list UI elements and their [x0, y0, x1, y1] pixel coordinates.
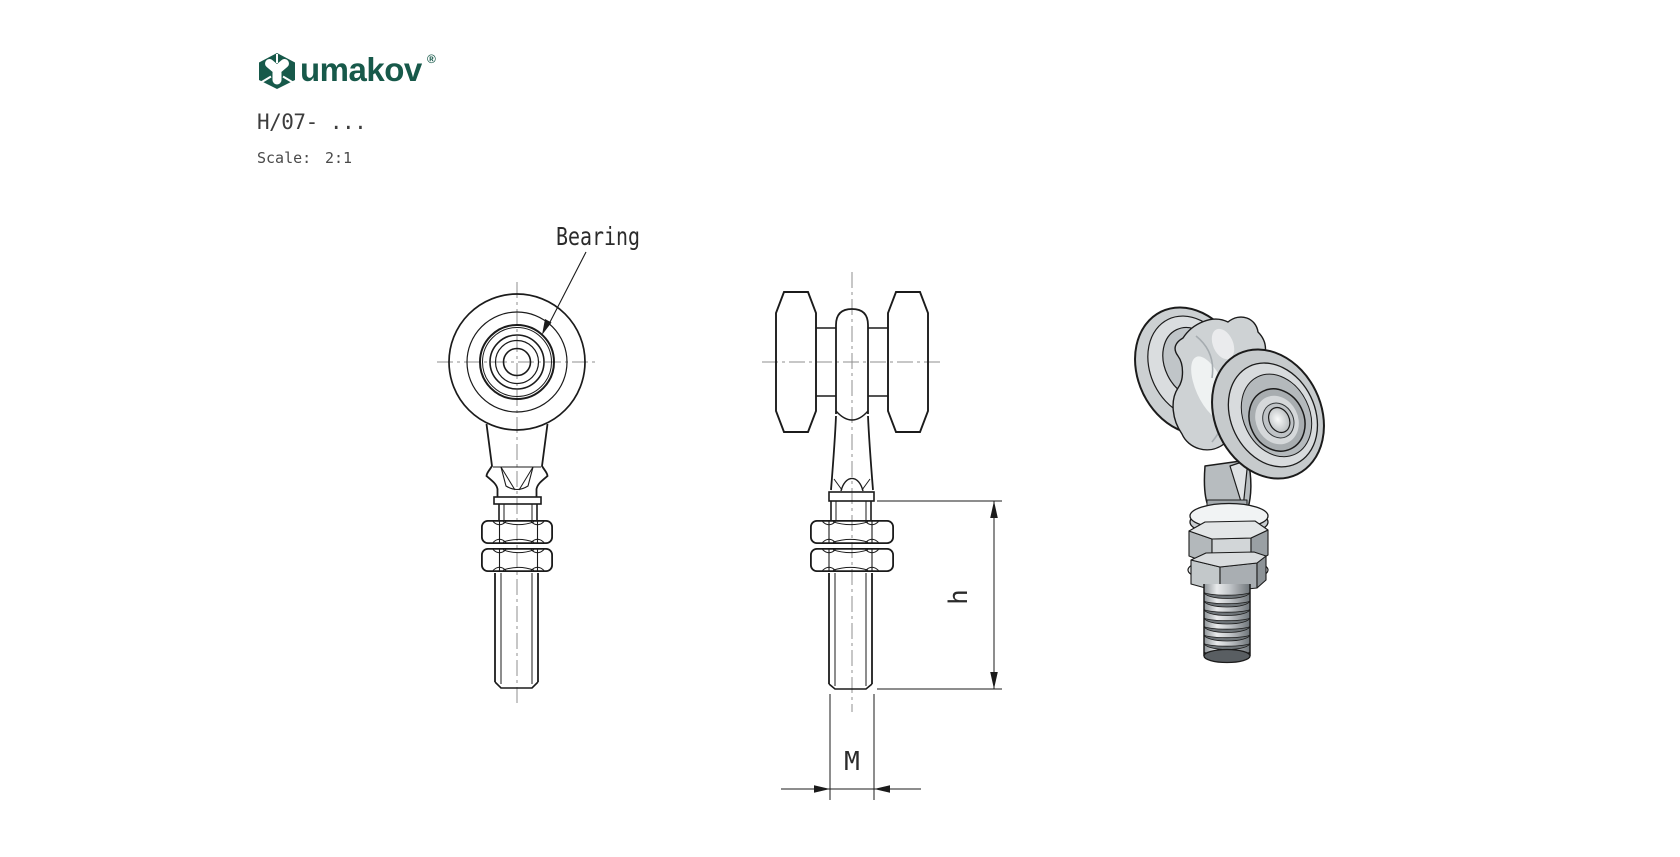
front-stem: [498, 504, 538, 520]
right-wheel-profile: [887, 291, 929, 433]
wheel-and-bearing-circles: [448, 293, 586, 431]
arrow-up: [990, 501, 998, 518]
brand-wordmark: umakov: [300, 51, 422, 88]
bearing-callout: Bearing: [542, 222, 640, 335]
isometric-view: [1134, 306, 1325, 664]
arrow-left: [874, 785, 890, 793]
side-clevis-body: [830, 308, 874, 492]
leader-arrowhead: [542, 319, 552, 335]
scale-value: 2:1: [325, 149, 353, 167]
dimension-M: M: [781, 694, 921, 800]
side-view: h M: [762, 272, 1002, 800]
left-wheel-profile: [775, 291, 817, 433]
side-washer: [828, 491, 875, 502]
front-washer: [493, 496, 542, 505]
scale-row: Scale: 2:1: [257, 149, 352, 167]
dim-h-label: h: [944, 589, 974, 605]
side-threaded-rod: [828, 573, 873, 690]
dimension-h: h: [877, 500, 1002, 690]
side-hex-nut-lower: [810, 548, 894, 572]
hub-lines: [816, 327, 888, 397]
scale-label: Scale:: [257, 149, 312, 167]
registered-trademark: ®: [427, 52, 436, 66]
arrow-right: [814, 785, 830, 793]
part-number: H/07- ...: [257, 110, 367, 134]
side-stem: [830, 501, 872, 520]
iso-bearing-face: [1248, 388, 1306, 452]
side-hex-nut-upper: [810, 520, 894, 544]
front-threaded-rod: [494, 573, 539, 689]
iso-threaded-rod: [1203, 584, 1251, 664]
bearing-label: Bearing: [556, 222, 640, 251]
umakov-logo-icon: [256, 52, 298, 90]
front-view: Bearing: [437, 222, 640, 703]
front-clevis-neck: [485, 423, 549, 497]
arrow-down: [990, 672, 998, 689]
dim-m-label: M: [844, 747, 860, 777]
